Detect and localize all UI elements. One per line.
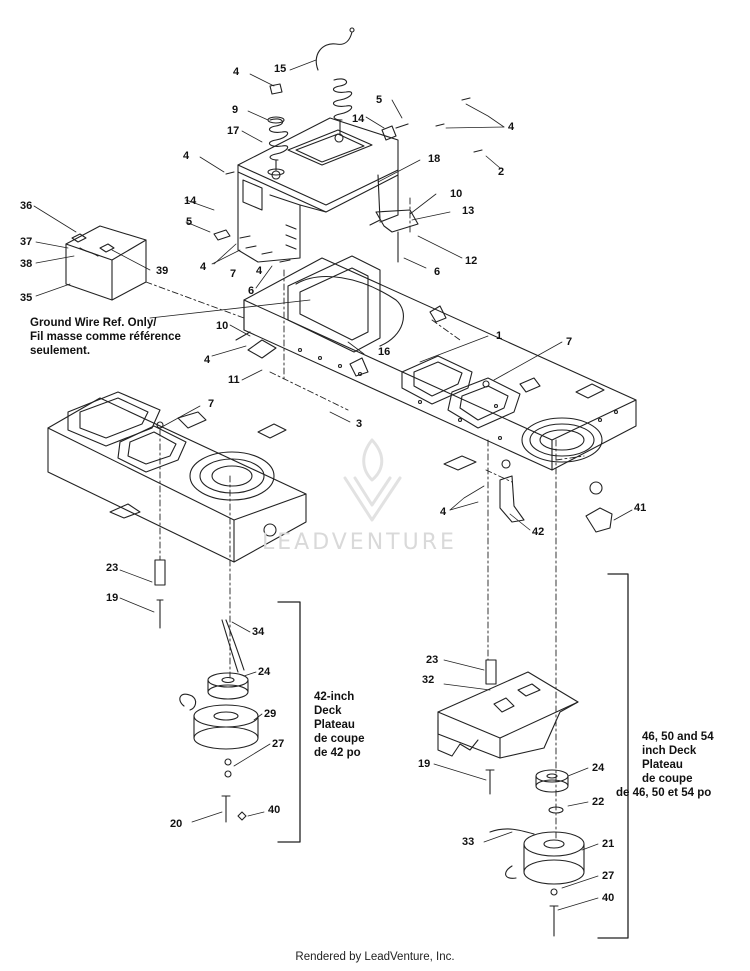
bracket-32: [437, 671, 579, 759]
ground-wire-note: Ground Wire Ref. Only/ Fil masse comme r…: [30, 316, 181, 358]
callout-5: 5: [376, 94, 383, 106]
callout-3: 3: [356, 418, 363, 430]
callout-16: 16: [378, 346, 391, 358]
callout-27: 27: [272, 738, 285, 750]
deck-brackets: [277, 573, 629, 939]
ground-wire-note-line: Ground Wire Ref. Only/: [30, 317, 157, 329]
pulley-24-left: [207, 672, 249, 700]
spring-15: [315, 27, 355, 135]
callout-19: 19: [106, 592, 119, 604]
callout-24: 24: [258, 666, 271, 678]
deck-42-label-line: Deck: [314, 705, 342, 717]
callout-33: 33: [462, 836, 475, 848]
callout-4: 4: [183, 150, 190, 162]
dash-bracket-17: [237, 117, 399, 263]
clutch-21-right: [489, 806, 585, 885]
deck-46-50-54-label-line: de coupe: [642, 773, 693, 785]
callout-36: 36: [20, 200, 33, 212]
watermark-logo: [343, 438, 402, 522]
callout-11: 11: [228, 374, 240, 386]
callout-20: 20: [170, 818, 183, 830]
callout-6: 6: [434, 266, 441, 278]
deck-46-50-54-label: 46, 50 and 54 inch Deck Plateau de coupe…: [616, 730, 714, 800]
callout-6: 6: [248, 285, 255, 297]
callout-39: 39: [156, 265, 169, 277]
callout-38: 38: [20, 258, 33, 270]
ground-wire-note-line: Fil masse comme référence: [30, 331, 181, 343]
callout-10: 10: [216, 320, 229, 332]
leader-lines: [33, 59, 633, 911]
main-frame-1: [235, 255, 637, 495]
callout-7: 7: [230, 268, 237, 280]
callout-37: 37: [20, 236, 33, 248]
callout-4: 4: [440, 506, 447, 518]
callout-7: 7: [566, 336, 573, 348]
callout-4: 4: [233, 66, 240, 78]
callout-9: 9: [232, 104, 239, 116]
deck-42-label-line: de coupe: [314, 733, 365, 745]
callout-23: 23: [426, 654, 439, 666]
callout-12: 12: [465, 255, 478, 267]
deck-46-50-54-label-line: Plateau: [642, 759, 683, 771]
callout-14: 14: [184, 195, 197, 207]
deck-46-50-54-label-line: inch Deck: [642, 745, 697, 757]
callout-21: 21: [602, 838, 615, 850]
callout-32: 32: [422, 674, 435, 686]
callout-4: 4: [256, 265, 263, 277]
callout-23: 23: [106, 562, 119, 574]
deck-46-50-54-label-line: 46, 50 and 54: [642, 731, 714, 743]
bolt-hardware-left: [154, 559, 247, 823]
centerlines: [145, 197, 585, 841]
callout-19: 19: [418, 758, 431, 770]
battery-35: [65, 225, 147, 301]
callout-2: 2: [498, 166, 505, 178]
callout-1: 1: [496, 330, 503, 342]
deck-42-label: 42-inch Deck Plateau de coupe de 42 po: [314, 690, 364, 760]
callout-4: 4: [200, 261, 207, 273]
callout-4: 4: [204, 354, 211, 366]
callout-14: 14: [352, 113, 365, 125]
callout-40: 40: [602, 892, 615, 904]
bolt-hardware-right: [485, 659, 559, 937]
deck-42-label-line: de 42 po: [314, 747, 361, 759]
callout-24: 24: [592, 762, 605, 774]
footer-credit: Rendered by LeadVenture, Inc.: [295, 951, 455, 963]
clutch-29-left: [179, 619, 259, 750]
callout-40: 40: [268, 804, 281, 816]
callout-7: 7: [208, 398, 215, 410]
callout-42: 42: [532, 526, 545, 538]
ground-wire-note-line: seulement.: [30, 345, 91, 357]
deck-46-50-54-label-line: de 46, 50 et 54 po: [616, 787, 712, 799]
bracket-41-42: [499, 475, 613, 533]
callout-18: 18: [428, 153, 441, 165]
pulley-24-right: [535, 769, 569, 793]
frame-42-inch: [47, 391, 307, 563]
callout-5: 5: [186, 216, 193, 228]
callout-10: 10: [450, 188, 463, 200]
callout-27: 27: [602, 870, 615, 882]
callout-41: 41: [634, 502, 647, 514]
callout-15: 15: [274, 63, 287, 75]
top-hardware: [213, 83, 483, 263]
callout-29: 29: [264, 708, 277, 720]
callout-35: 35: [20, 292, 33, 304]
callout-17: 17: [227, 125, 240, 137]
callout-22: 22: [592, 796, 605, 808]
deck-42-label-line: Plateau: [314, 719, 355, 731]
callout-34: 34: [252, 626, 265, 638]
callout-4: 4: [508, 121, 515, 133]
callout-13: 13: [462, 205, 475, 217]
watermark-text: LEADVENTURE: [262, 530, 457, 555]
deck-42-label-line: 42-inch: [314, 691, 355, 703]
